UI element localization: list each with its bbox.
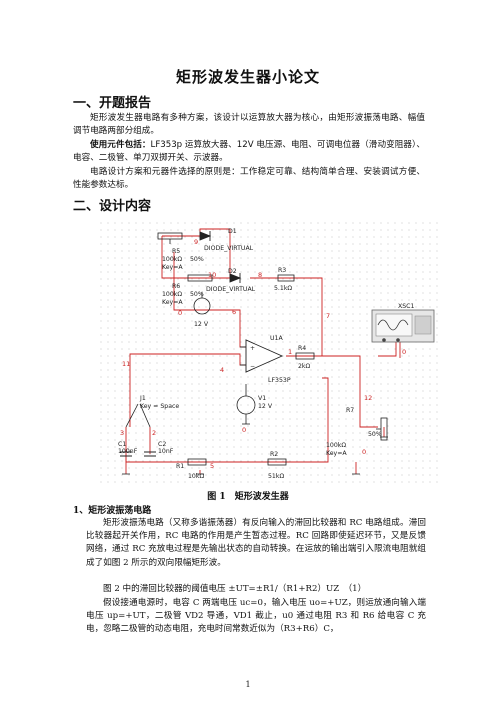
label-c2: C2 <box>158 441 166 448</box>
capacitor-c1 <box>120 451 132 457</box>
components-text: LF353p 运算放大器、12V 电压源、电阻、可调电位器（滑动变阻器）、电容、… <box>73 140 425 164</box>
label-v1: V1 <box>258 395 266 402</box>
figure-caption: 图 1 矩形波发生器 <box>207 492 289 502</box>
resistor-r4 <box>295 352 315 360</box>
voltage-source-v2 <box>193 292 211 315</box>
label-r3: R3 <box>278 267 286 274</box>
node-6: 6 <box>232 308 236 316</box>
node-0c: 0 <box>362 448 366 456</box>
label-c2-value: 10nF <box>158 448 174 455</box>
label-r6: R6 <box>172 283 180 290</box>
resistor-r2 <box>267 458 287 466</box>
switch-j1 <box>125 403 151 428</box>
label-r6-key: Key=A <box>162 299 183 306</box>
label-r1-value: 10kΩ <box>188 473 204 480</box>
label-j1-key: Key = Space <box>140 403 179 410</box>
label-r4-value: 2kΩ <box>298 363 311 370</box>
node-1: 1 <box>288 348 292 356</box>
label-d2: D2 <box>228 268 237 275</box>
label-r1: R1 <box>176 463 184 470</box>
label-r4: R4 <box>298 345 306 352</box>
components-label: 使用元件包括： <box>90 140 151 150</box>
paragraph: 矩形波发生器电路有多种方案，该设计以运算放大器为核心，由矩形波振荡电路、幅值调节… <box>73 113 425 137</box>
subsection-heading: 1、矩形波振荡电路 <box>73 506 152 516</box>
potentiometer-r6 <box>187 274 213 282</box>
svg-text:+: + <box>250 345 255 352</box>
resistor-r3 <box>277 274 295 282</box>
label-u1a-model: LF353P <box>268 377 291 384</box>
page-number: 1 <box>245 680 251 689</box>
svg-text:−: − <box>250 363 255 370</box>
paragraph: 假设接通电源时，电容 C 两端电压 uc=0，输入电压 uo=+UZ，则运放通向… <box>86 598 426 635</box>
label-d1: D1 <box>228 228 237 235</box>
node-0a: 0 <box>178 309 182 317</box>
node-0d: 0 <box>402 348 406 356</box>
label-v1-value: 12 V <box>258 403 273 410</box>
label-r6-value: 100kΩ <box>162 291 182 298</box>
capacitor-c2 <box>144 451 156 457</box>
node-9: 9 <box>194 238 198 246</box>
diode-d1 <box>199 231 212 241</box>
potentiometer-r7 <box>376 417 388 441</box>
oscilloscope-xsc1 <box>371 309 435 343</box>
label-r2: R2 <box>270 451 278 458</box>
label-r5: R5 <box>172 248 180 255</box>
diode-d2 <box>229 273 242 283</box>
paragraph: 矩形波振荡电路（又称多谐振荡器）有反向输入的滞回比较器和 RC 电路组成。滞回比… <box>86 518 426 568</box>
voltage-source-v1 <box>236 384 256 424</box>
ground-symbols <box>122 423 388 475</box>
label-r5-percent: 50% <box>190 256 204 263</box>
paragraph: 电路设计方案和元器件选择的原则是：工作稳定可靠、结构简单合理、安装调试方便、性能… <box>73 167 425 191</box>
label-j1: J1 <box>139 395 146 402</box>
wires <box>125 228 401 474</box>
label-r7-value: 100kΩ <box>326 442 346 449</box>
paragraph-threshold: 图 2 中的滞回比较器的阈值电压 ±UT=±R1/（R1+R2）UZ （1） <box>103 584 367 594</box>
label-d1-model: DIODE_VIRTUAL <box>204 245 254 252</box>
label-r6-percent: 50% <box>190 291 204 298</box>
label-d2-model: DIODE_VIRTUAL <box>206 286 256 293</box>
label-r3-value: 5.1kΩ <box>274 285 292 292</box>
label-v2-value: 12 V <box>194 321 209 328</box>
node-12: 12 <box>364 394 372 402</box>
node-8: 8 <box>258 271 262 279</box>
page-title: 矩形波发生器小论文 <box>175 68 320 86</box>
node-5: 5 <box>210 462 214 470</box>
label-r7-percent: 50% <box>368 431 382 438</box>
node-7: 7 <box>326 312 330 320</box>
node-2: 2 <box>152 429 156 437</box>
node-11: 11 <box>122 360 130 368</box>
opamp-u1a <box>240 339 284 373</box>
potentiometer-r5 <box>157 232 183 244</box>
label-r7-key: Key=A <box>326 450 347 457</box>
node-4: 4 <box>220 366 224 374</box>
node-10: 10 <box>208 271 216 279</box>
section-heading-design: 二、设计内容 <box>73 199 152 214</box>
label-r2-value: 51kΩ <box>268 473 284 480</box>
section-heading-proposal: 一、开题报告 <box>73 96 152 111</box>
resistor-r1 <box>187 458 207 466</box>
node-3: 3 <box>120 429 124 437</box>
label-r5-value: 100kΩ <box>162 256 182 263</box>
label-u1a: U1A <box>270 335 283 342</box>
circuit-schematic: + − <box>100 222 440 484</box>
paragraph-components: 使用元件包括：LF353p 运算放大器、12V 电压源、电阻、可调电位器（滑动变… <box>73 139 425 165</box>
label-r7: R7 <box>346 407 354 414</box>
node-0b: 0 <box>242 426 246 434</box>
label-xsc1: XSC1 <box>398 303 414 310</box>
label-r5-key: Key=A <box>162 264 183 271</box>
label-c1: C1 <box>118 441 126 448</box>
label-c1-value: 100nF <box>118 448 138 455</box>
